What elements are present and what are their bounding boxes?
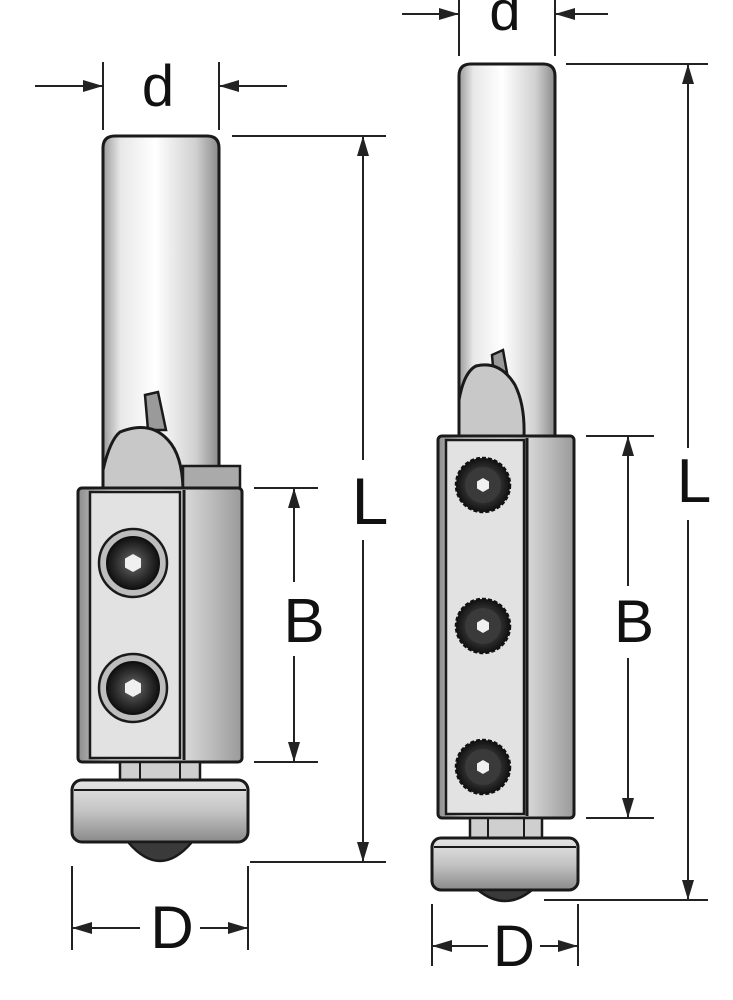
left-dimensions [35,62,386,950]
right-dimensions [402,0,708,966]
left-label-d: d [142,54,174,119]
right-bearing-screw-tip [474,888,536,903]
right-label-D: D [493,914,535,979]
left-screw-1 [97,527,169,599]
right-flute-curve [457,363,526,438]
left-cutter [70,134,250,863]
left-collar [118,760,202,782]
right-screw-3 [454,738,512,796]
right-label-d: d [489,0,520,42]
right-cutter [430,62,580,903]
left-flute-curve [101,426,185,490]
right-collar [468,816,544,840]
right-bearing [430,836,580,892]
left-label-L: L [352,464,389,538]
right-label-B: B [614,588,654,655]
left-bearing-screw-tip [125,840,195,863]
right-screw-1 [454,456,512,514]
left-label-D: D [150,894,193,961]
left-flute-shadow [181,464,242,490]
left-screw-2 [97,652,169,724]
left-nub [143,390,168,432]
right-label-L: L [677,447,711,516]
right-shank [457,62,557,438]
left-shank [101,134,221,472]
right-screw-2 [454,597,512,655]
left-label-B: B [283,587,324,656]
